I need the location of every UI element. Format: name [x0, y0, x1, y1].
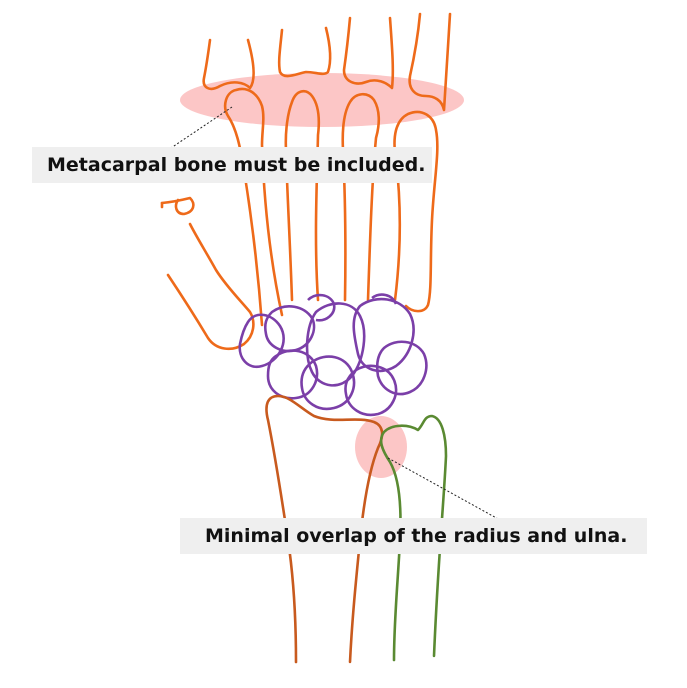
- overlap-leader: [387, 457, 501, 521]
- metacarpal-annotation-text: Metacarpal bone must be included.: [47, 154, 426, 176]
- overlap-annotation-text: Minimal overlap of the radius and ulna.: [205, 525, 628, 547]
- lunate: [300, 355, 356, 411]
- little-metacarpal: [393, 110, 439, 313]
- leader-lines: [167, 106, 501, 521]
- middle-proximal-phalanx: [277, 26, 332, 78]
- metacarpal-highlight: [180, 73, 464, 127]
- scaphoid: [266, 349, 319, 400]
- carpal-bones: [238, 293, 428, 417]
- ring-proximal-phalanx: [342, 16, 395, 90]
- thumb-phalanx: [160, 196, 195, 216]
- little-proximal-phalanx: [408, 12, 452, 112]
- index-proximal-phalanx: [202, 38, 255, 91]
- hamate: [352, 297, 415, 373]
- overlap-annotation: Minimal overlap of the radius and ulna.: [180, 518, 647, 554]
- metacarpal-annotation: Metacarpal bone must be included.: [32, 147, 432, 183]
- triquetrum: [344, 364, 398, 417]
- trapezium: [238, 313, 285, 369]
- hamate-hook: [371, 293, 398, 305]
- thumb-metacarpal: [166, 222, 255, 351]
- capitate-outline: [307, 293, 336, 322]
- metacarpal-leader: [167, 106, 233, 151]
